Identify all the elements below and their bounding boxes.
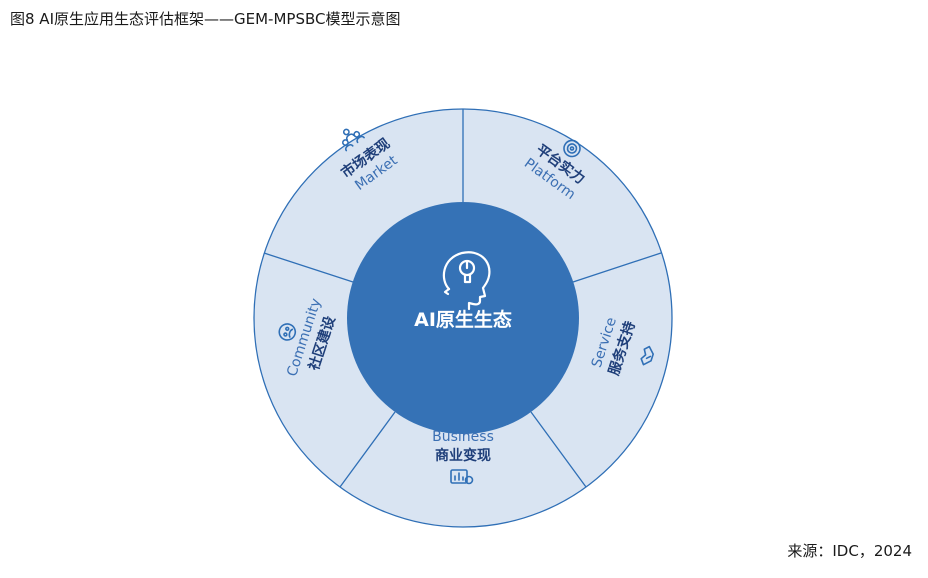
figure-title: 图8 AI原生应用生态评估框架——GEM-MPSBC模型示意图 <box>10 10 401 28</box>
money-chart-icon <box>450 469 474 485</box>
divider-bottom-left <box>339 411 396 488</box>
target-gear-icon <box>563 139 581 158</box>
divider-right <box>572 252 662 283</box>
people-network-icon <box>342 128 365 152</box>
segment-business: Business 商业变现 <box>432 429 494 485</box>
head-lightbulb-icon <box>442 251 491 311</box>
handshake-icon <box>640 345 654 366</box>
center-circle <box>347 202 579 434</box>
center-label: AI原生生态 <box>414 308 512 331</box>
segment-dividers <box>263 109 662 488</box>
segment-business-cn: 商业变现 <box>435 447 491 464</box>
segment-business-en: Business <box>432 429 494 445</box>
divider-left <box>263 252 354 283</box>
source-note: 来源：IDC，2024 <box>787 542 912 560</box>
divider-bottom-right <box>530 411 587 488</box>
community-icon <box>278 323 297 341</box>
